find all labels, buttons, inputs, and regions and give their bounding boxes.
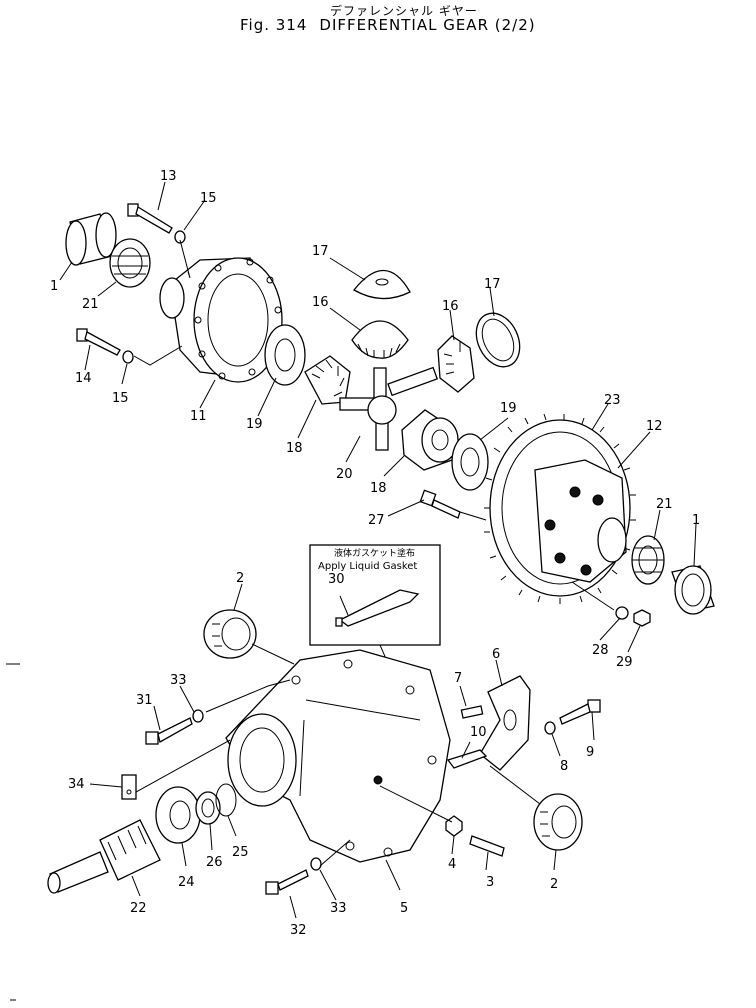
lock-plate-10 bbox=[446, 749, 488, 769]
washer-15-bottom bbox=[122, 350, 134, 364]
label-18-right: 18 bbox=[370, 481, 387, 496]
liquid-gasket-callout bbox=[309, 544, 441, 669]
differential-case-11 bbox=[159, 257, 283, 383]
label-14: 14 bbox=[75, 371, 92, 386]
spider-cross-20 bbox=[339, 366, 439, 451]
label-23: 23 bbox=[604, 393, 621, 408]
bearing-cup-right bbox=[671, 565, 715, 615]
bolt-32 bbox=[265, 869, 309, 895]
washer-15-top bbox=[174, 230, 186, 244]
bolt-31 bbox=[145, 717, 193, 745]
thrust-washer-19-left bbox=[264, 324, 306, 386]
part-labels: 1 21 13 15 14 15 11 17 16 16 17 19 18 19… bbox=[50, 169, 700, 938]
label-27: 27 bbox=[368, 513, 385, 528]
tapered-roller-bearing-right bbox=[631, 535, 665, 585]
thrust-cup-17-right bbox=[475, 312, 521, 368]
bolt-13 bbox=[127, 203, 173, 234]
label-30: 30 bbox=[328, 572, 345, 587]
bearing-cup-left bbox=[65, 212, 117, 266]
washer-28 bbox=[615, 606, 629, 620]
tapered-roller-bearing-left bbox=[109, 238, 151, 288]
label-5: 5 bbox=[400, 901, 408, 916]
figure-name: DIFFERENTIAL GEAR (2/2) bbox=[319, 16, 536, 34]
snap-ring-25 bbox=[215, 783, 237, 817]
bearing-cap-6 bbox=[479, 675, 531, 771]
label-3: 3 bbox=[486, 875, 494, 890]
pinion-mate-gear-16-center bbox=[351, 320, 409, 359]
label-15-top: 15 bbox=[200, 191, 217, 206]
side-gear-18-left bbox=[304, 355, 351, 405]
washer-33-bottom bbox=[310, 857, 322, 871]
label-17-top: 17 bbox=[312, 244, 329, 259]
label-33-top: 33 bbox=[170, 673, 187, 688]
label-10: 10 bbox=[470, 725, 487, 740]
side-gear-18-right bbox=[401, 409, 459, 471]
figure-title: Fig. 314 DIFFERENTIAL GEAR (2/2) bbox=[240, 16, 570, 34]
thrust-washer-19-right bbox=[451, 433, 489, 491]
dowel-pin-7 bbox=[460, 705, 484, 719]
label-24: 24 bbox=[178, 875, 195, 890]
pinion-mate-gear-16-right bbox=[437, 335, 475, 393]
label-16-right: 16 bbox=[442, 299, 459, 314]
label-25: 25 bbox=[232, 845, 249, 860]
label-19-right: 19 bbox=[500, 401, 517, 416]
label-29: 29 bbox=[616, 655, 633, 670]
label-33-bottom: 33 bbox=[330, 901, 347, 916]
bevel-pinion-shaft-22 bbox=[47, 819, 161, 894]
bolt-9 bbox=[559, 699, 601, 725]
label-12: 12 bbox=[646, 419, 663, 434]
label-2-top: 2 bbox=[236, 571, 244, 586]
label-21-left: 21 bbox=[82, 297, 99, 312]
label-28: 28 bbox=[592, 643, 609, 658]
adjusting-nut-2-bottom bbox=[533, 793, 583, 851]
label-31: 31 bbox=[136, 693, 153, 708]
washer-8 bbox=[544, 721, 556, 735]
label-16-center: 16 bbox=[312, 295, 329, 310]
nut-29 bbox=[633, 609, 651, 627]
label-18-left: 18 bbox=[286, 441, 303, 456]
figure-number: Fig. 314 bbox=[240, 16, 308, 34]
label-22: 22 bbox=[130, 901, 147, 916]
bolt-27 bbox=[419, 489, 461, 519]
carrier-housing-5 bbox=[225, 649, 451, 863]
leader-lines bbox=[59, 181, 697, 919]
label-19-left: 19 bbox=[246, 417, 263, 432]
label-7: 7 bbox=[454, 671, 462, 686]
label-11: 11 bbox=[190, 409, 207, 424]
spacer-26 bbox=[195, 791, 221, 825]
label-20: 20 bbox=[336, 467, 353, 482]
label-2-bottom: 2 bbox=[550, 877, 558, 892]
label-9: 9 bbox=[586, 745, 594, 760]
label-6: 6 bbox=[492, 647, 500, 662]
label-34: 34 bbox=[68, 777, 85, 792]
label-15-bottom: 15 bbox=[112, 391, 129, 406]
stud-3 bbox=[469, 835, 505, 857]
differential-case-12 bbox=[534, 459, 627, 583]
washer-33-top bbox=[192, 709, 204, 723]
label-1-right: 1 bbox=[692, 513, 700, 528]
plate-34 bbox=[121, 774, 137, 800]
callout-japanese-text: 液体ガスケット塗布 bbox=[334, 547, 415, 559]
label-4: 4 bbox=[448, 857, 456, 872]
adjusting-nut-2-top bbox=[203, 609, 257, 659]
label-32: 32 bbox=[290, 923, 307, 938]
bolt-14 bbox=[76, 328, 121, 356]
bearing-24 bbox=[155, 786, 201, 844]
pinion-mate-cone-17 bbox=[353, 269, 411, 300]
label-1-left: 1 bbox=[50, 279, 58, 294]
callout-english-text: Apply Liquid Gasket bbox=[318, 561, 417, 572]
label-26: 26 bbox=[206, 855, 223, 870]
label-21-right: 21 bbox=[656, 497, 673, 512]
label-17-right: 17 bbox=[484, 277, 501, 292]
label-8: 8 bbox=[560, 759, 568, 774]
label-13: 13 bbox=[160, 169, 177, 184]
japanese-title: デファレンシャル ギヤー bbox=[330, 4, 478, 18]
plug-nut-4 bbox=[445, 815, 463, 837]
